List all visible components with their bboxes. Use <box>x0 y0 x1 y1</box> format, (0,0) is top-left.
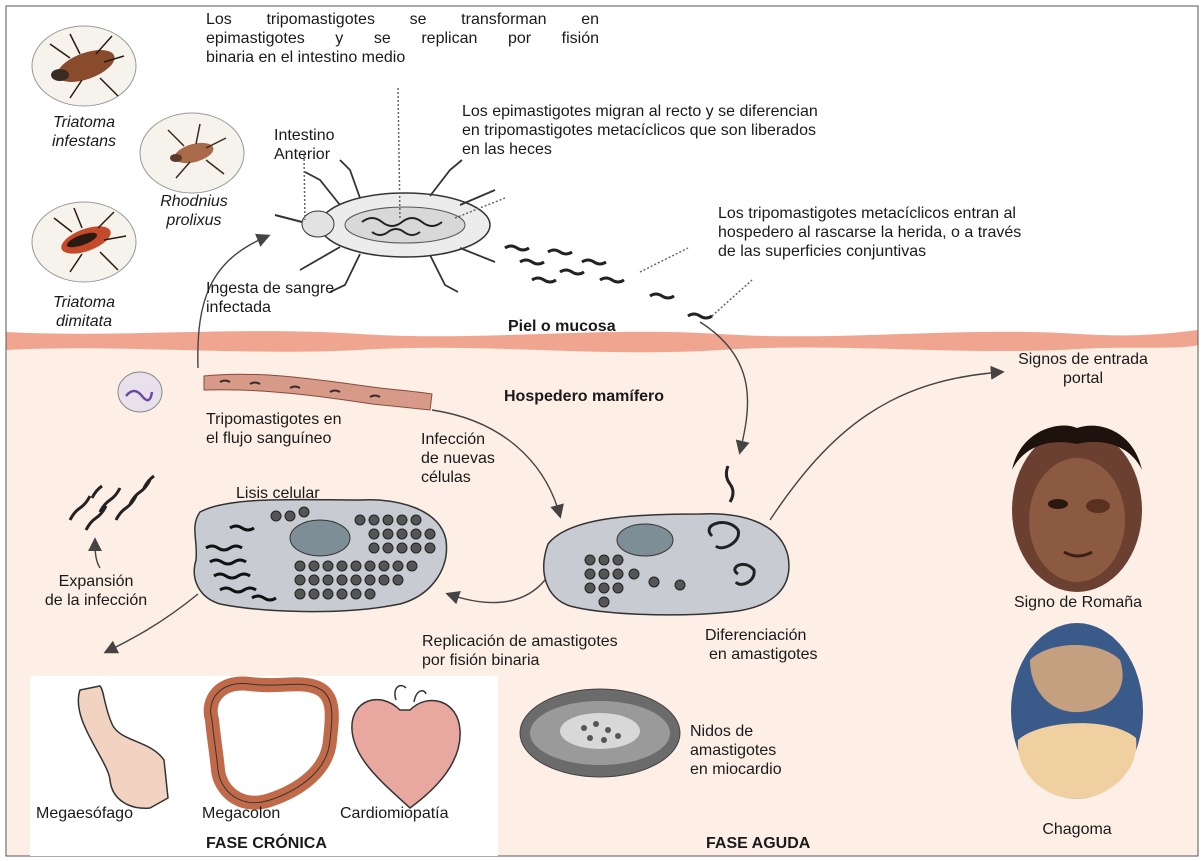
triatoma-infestans-image <box>32 26 136 106</box>
label-megacolon: Megacolon <box>202 804 280 823</box>
blood-trypomastigote-cell <box>118 372 162 412</box>
note-tripomastigote-transform-end: binaria en el intestino medio <box>206 48 599 67</box>
myocardium-amastigote-nest <box>520 689 680 777</box>
label-hospedero-mamifero: Hospedero mamífero <box>504 387 664 406</box>
note-metacyclic-entry: Los tripomastigotes metacíclicos entran … <box>718 204 1021 261</box>
label-lisis-celular: Lisis celular <box>236 484 320 503</box>
triatoma-dimitata-image <box>32 202 136 282</box>
label-chagoma: Chagoma <box>1014 820 1140 839</box>
lysing-cell <box>194 500 446 612</box>
rhodnius-prolixus-image <box>140 113 244 193</box>
chagoma-photo <box>1011 623 1143 799</box>
label-signo-romana: Signo de Romaña <box>1000 593 1156 612</box>
label-piel-mucosa: Piel o mucosa <box>508 317 616 336</box>
label-cardiomiopatia: Cardiomiopatía <box>340 804 449 823</box>
label-megaesofago: Megaesófago <box>36 804 133 823</box>
note-epimastigote-migration: Los epimastigotes migran al recto y se d… <box>462 102 818 159</box>
label-fase-aguda: FASE AGUDA <box>706 834 810 853</box>
label-fase-cronica: FASE CRÓNICA <box>206 834 327 853</box>
